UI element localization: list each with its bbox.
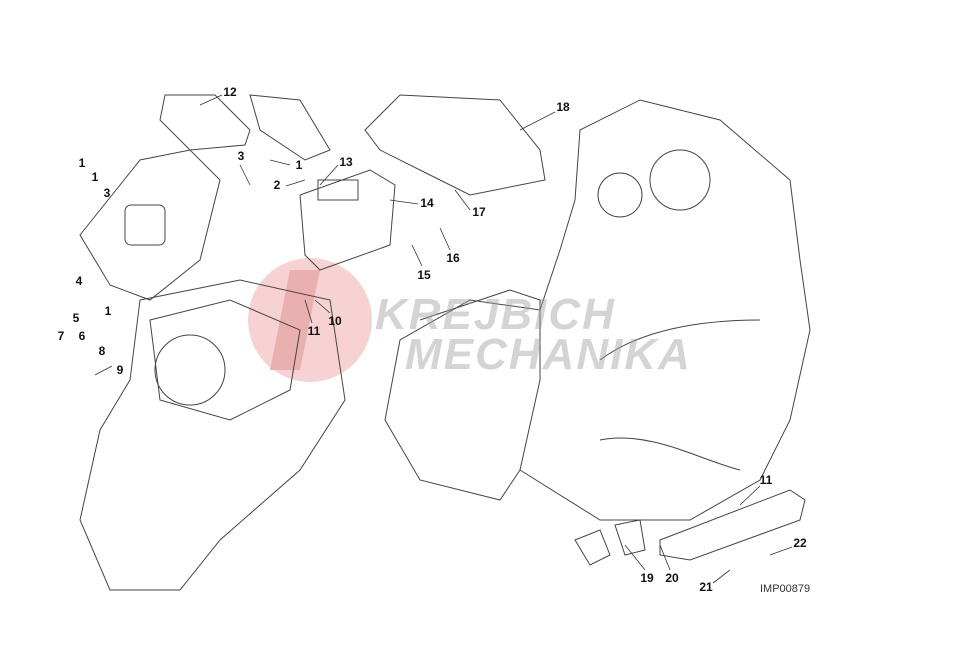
callout-1: 1 (295, 158, 303, 172)
callout-20: 20 (665, 571, 679, 585)
callout-17: 17 (472, 205, 486, 219)
callout-5: 5 (72, 311, 80, 325)
callout-2: 2 (273, 178, 281, 192)
callout-11: 11 (307, 324, 321, 338)
callout-3: 3 (237, 149, 245, 163)
callout-18: 18 (556, 100, 570, 114)
callout-6: 6 (78, 329, 86, 343)
drawing-code: IMP00879 (760, 583, 811, 595)
callout-1: 1 (91, 170, 99, 184)
callout-21: 21 (699, 580, 713, 594)
callout-8: 8 (98, 344, 106, 358)
callout-15: 15 (417, 268, 431, 282)
callout-11: 11 (759, 473, 773, 487)
callout-10: 10 (328, 314, 342, 328)
callout-22: 22 (793, 536, 807, 550)
callout-19: 19 (640, 571, 654, 585)
callout-4: 4 (75, 274, 83, 288)
callout-7: 7 (57, 329, 65, 343)
callout-1: 1 (78, 156, 86, 170)
callout-1: 1 (104, 304, 112, 318)
callout-12: 12 (223, 85, 237, 99)
callout-3: 3 (103, 186, 111, 200)
parts-linework (79, 94, 811, 591)
leader-lines (94, 94, 793, 584)
watermark-logo (248, 258, 372, 382)
callout-16: 16 (446, 251, 460, 265)
watermark-text-1: KREJBICH (375, 290, 616, 339)
callout-14: 14 (420, 196, 434, 210)
callout-9: 9 (116, 363, 124, 377)
callout-13: 13 (339, 155, 353, 169)
watermark-text-2: MECHANIKA (405, 330, 692, 379)
